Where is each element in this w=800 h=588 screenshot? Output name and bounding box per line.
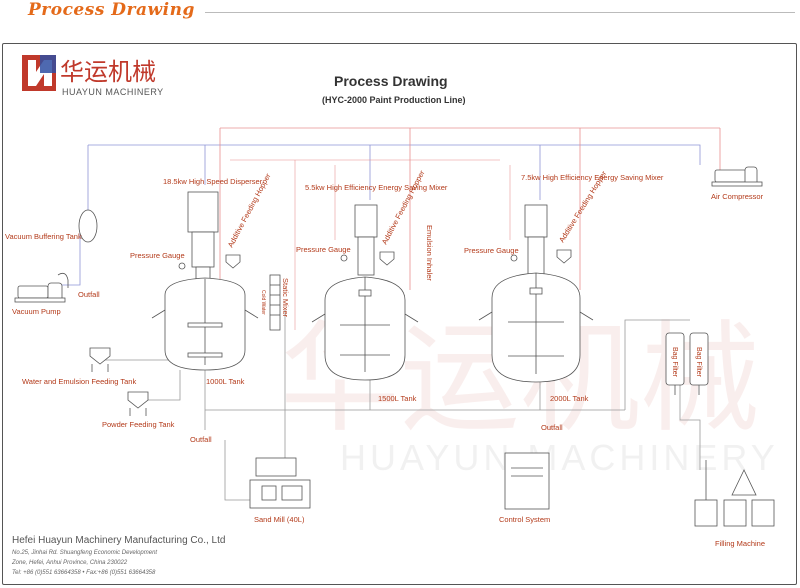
sand-mill [249, 457, 311, 509]
label-emulsion-inhaler: Emulsion Inhaler [425, 225, 434, 281]
label-vacuum-pump: Vacuum Pump [12, 307, 61, 316]
label-additive-hopper-2: Additive Feeding Hopper [380, 168, 427, 246]
label-vacuum-buffering-tank: Vacuum Buffering Tank [5, 232, 82, 241]
label-static-mixer: Static Mixer [281, 278, 290, 318]
bag-filter-2 [689, 332, 709, 395]
label-tank-2000l: 2000L Tank [550, 394, 589, 403]
logo-brand-en: HUAYUN MACHINERY [62, 87, 164, 97]
pressure-gauge-2 [340, 254, 348, 262]
footer-contact: Tel: +86 (0)551 63664358 • Fax:+86 (0)55… [12, 570, 156, 576]
powder-feeding-tank [127, 391, 149, 416]
label-sand-mill: Sand Mill (40L) [254, 515, 305, 524]
pressure-gauge-3 [510, 254, 518, 262]
header-bar: Process Drawing [0, 0, 800, 26]
label-bag-filter-2: Bag Filter [695, 347, 702, 378]
label-air-compressor: Air Compressor [711, 192, 764, 201]
tank-1500l [311, 204, 419, 381]
diagram-subtitle: (HYC-2000 Paint Production Line) [322, 95, 466, 105]
vacuum-line [88, 144, 701, 165]
vacuum-pump [14, 272, 69, 303]
label-water-emulsion-tank: Water and Emulsion Feeding Tank [22, 377, 136, 386]
label-mixer-75: 7.5kw High Efficiency Energy Saving Mixe… [521, 173, 664, 182]
footer-address-1: No.25, Jinhai Rd. Shuangfeng Economic De… [12, 550, 157, 556]
diagram-frame [2, 43, 797, 585]
label-cold-water: Cold Water [260, 290, 266, 315]
static-mixer [269, 274, 281, 331]
air-compressor [711, 166, 763, 187]
label-filling-machine: Filling Machine [715, 539, 765, 548]
company-logo: 华运机械 HUAYUN MACHINERY [22, 55, 164, 97]
diagram-title: Process Drawing [334, 73, 448, 89]
additive-hopper-2 [379, 251, 395, 266]
pressure-gauge-1 [178, 262, 186, 270]
pipework [55, 127, 721, 501]
additive-hopper-1 [225, 254, 241, 269]
label-control-system: Control System [499, 515, 550, 524]
label-mixer-55: 5.5kw High Efficiency Energy Saving Mixe… [305, 183, 448, 192]
label-high-speed-disperser: 18.5kw High Speed Disperser [163, 177, 263, 186]
label-pressure-gauge-1: Pressure Gauge [130, 251, 185, 260]
tank-2000l [478, 204, 594, 383]
logo-mark-blue [40, 55, 56, 73]
footer-company: Hefei Huayun Machinery Manufacturing Co.… [12, 535, 225, 546]
water-emulsion-feeding-tank [89, 347, 111, 372]
vacuum-buffering-tank [78, 209, 98, 243]
footer-address-2: Zone, Hefei, Anhui Province, China 23002… [11, 560, 128, 566]
label-pressure-gauge-2: Pressure Gauge [296, 245, 351, 254]
label-bag-filter-1: Bag Filter [671, 347, 678, 378]
label-outfall-2: Outfall [190, 435, 212, 444]
label-outfall-3: Outfall [541, 423, 563, 432]
watermark-en: HUAYUN MACHINERY [340, 437, 779, 478]
header-title: Process Drawing [28, 0, 195, 20]
label-pressure-gauge-3: Pressure Gauge [464, 246, 519, 255]
control-system [504, 452, 550, 510]
label-tank-1500l: 1500L Tank [378, 394, 417, 403]
logo-brand-cn: 华运机械 [60, 58, 156, 86]
bag-filter-1 [665, 332, 685, 395]
label-powder-feeding-tank: Powder Feeding Tank [102, 420, 175, 429]
additive-hopper-3 [556, 249, 572, 264]
filling-machine [694, 460, 775, 527]
label-outfall-1: Outfall [78, 290, 100, 299]
label-tank-1000l: 1000L Tank [206, 377, 245, 386]
header-divider [205, 12, 795, 13]
tank-1000l [151, 191, 259, 371]
